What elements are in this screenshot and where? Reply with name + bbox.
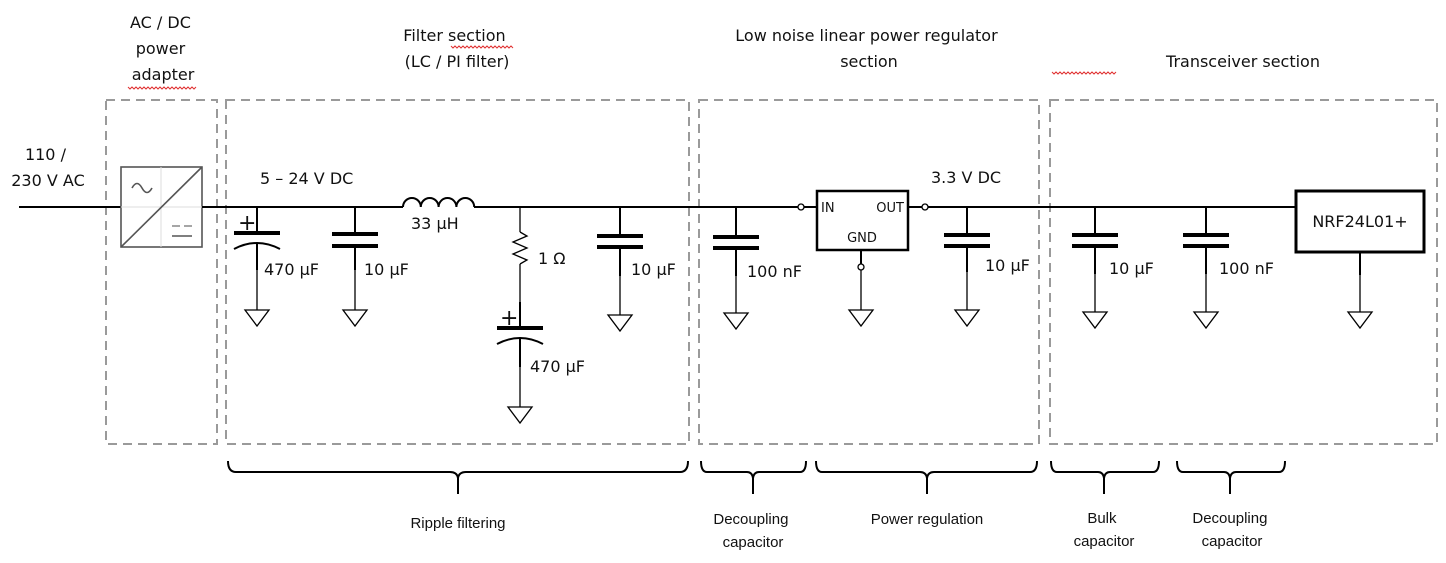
- ground-icon: [1346, 311, 1374, 330]
- brace-label-decoupling-capacitor-1: Decoupling capacitor: [713, 511, 792, 551]
- brace-decoupling-capacitor-1: [700, 460, 807, 494]
- acdc-section-title: AC / DC power adapter: [130, 13, 196, 84]
- filter-section-box: [225, 99, 690, 445]
- brace-ripple-filtering: [227, 460, 689, 494]
- polarity-plus-icon: +: [238, 211, 256, 236]
- regulator-pin-in: IN: [821, 201, 835, 216]
- transceiver-module-label: NRF24L01+: [1312, 212, 1407, 231]
- capacitor-c1-value: 470 µF: [264, 260, 319, 279]
- brace-label-bulk-capacitor: Bulk capacitor: [1074, 510, 1135, 550]
- capacitor-c4-value: 10 µF: [631, 260, 676, 279]
- capacitor-c5-value: 100 nF: [747, 262, 802, 281]
- capacitor-c8: [1183, 207, 1229, 330]
- capacitor-c4: [597, 207, 643, 333]
- inductor-symbol: [402, 197, 476, 208]
- transceiver-section-title: Transceiver section: [1165, 52, 1320, 71]
- capacitor-c8-value: 100 nF: [1219, 259, 1274, 278]
- regulator-section-box: [698, 99, 1040, 445]
- dc-input-rail-label: 5 – 24 V DC: [260, 169, 353, 188]
- linear-regulator: IN OUT GND: [797, 189, 929, 328]
- capacitor-c3-electrolytic: +: [496, 302, 544, 425]
- ground-icon: [506, 406, 534, 425]
- regulator-pin-gnd: GND: [847, 231, 877, 246]
- capacitor-c2-value: 10 µF: [364, 260, 409, 279]
- brace-label-ripple-filtering: Ripple filtering: [410, 515, 505, 532]
- brace-bulk-capacitor: [1050, 460, 1160, 494]
- regulator-section-title: Low noise linear power regulator section: [735, 26, 1002, 71]
- capacitor-c6: [944, 207, 990, 328]
- capacitor-c3-value: 470 µF: [530, 357, 585, 376]
- ground-icon: [606, 314, 634, 333]
- ground-icon: [953, 309, 981, 328]
- ac-input-label: 110 / 230 V AC: [11, 145, 85, 190]
- ground-icon: [243, 309, 271, 328]
- resistor-r1-value: 1 Ω: [538, 249, 566, 268]
- brace-label-power-regulation: Power regulation: [871, 511, 984, 528]
- ground-icon: [1192, 311, 1220, 330]
- brace-power-regulation: [815, 460, 1038, 494]
- polarity-plus-icon: +: [500, 306, 518, 331]
- capacitor-c1-electrolytic: +: [233, 207, 281, 328]
- ground-icon: [341, 309, 369, 328]
- brace-label-decoupling-capacitor-2: Decoupling capacitor: [1192, 510, 1271, 550]
- capacitor-c2: [332, 207, 378, 328]
- brace-decoupling-capacitor-2: [1176, 460, 1286, 494]
- transceiver-module: NRF24L01+: [1294, 189, 1426, 330]
- spellcheck-underlines: [127, 45, 1117, 90]
- filter-section-title: Filter section (LC / PI filter): [403, 26, 510, 71]
- ground-icon: [722, 312, 750, 331]
- acdc-converter-symbol: [120, 166, 203, 248]
- regulator-pin-out: OUT: [876, 201, 904, 216]
- capacitor-c7: [1072, 207, 1118, 330]
- capacitor-c7-value: 10 µF: [1109, 259, 1154, 278]
- dc-output-rail-label: 3.3 V DC: [931, 168, 1001, 187]
- ground-icon: [1081, 311, 1109, 330]
- transceiver-section-box: [1049, 99, 1438, 445]
- ac-sine-icon: [131, 182, 153, 194]
- inductor-value: 33 µH: [411, 214, 459, 233]
- acdc-section-box: [105, 99, 218, 445]
- resistor-r1: [511, 207, 529, 302]
- ground-icon: [847, 309, 875, 328]
- capacitor-c5: [713, 207, 759, 331]
- capacitor-c6-value: 10 µF: [985, 256, 1030, 275]
